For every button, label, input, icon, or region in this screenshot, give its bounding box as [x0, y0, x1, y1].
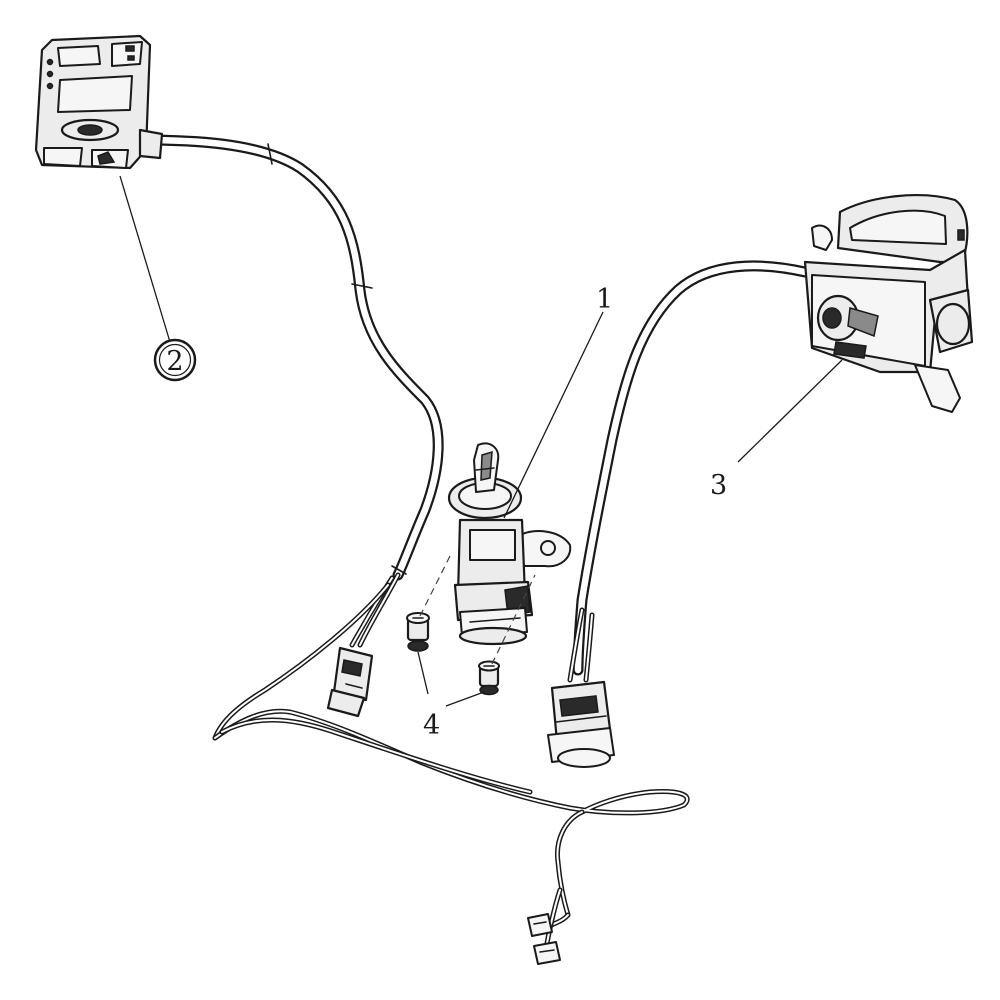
- left-switch-cable: [134, 134, 444, 581]
- left-branch-wires: [212, 572, 401, 741]
- callout-3-label: 3: [710, 470, 727, 501]
- screw-right: [478, 660, 500, 696]
- main-harness: [212, 708, 690, 953]
- screw-left: [406, 612, 430, 652]
- right-harness-connector: [547, 680, 615, 768]
- leader-lines: [119, 175, 843, 707]
- right-switch-cable: [567, 260, 811, 683]
- callout-2-label: 2: [166, 346, 183, 377]
- callout-4-label: 4: [423, 710, 440, 741]
- callout-1-label: 1: [596, 284, 613, 315]
- right-throttle-switch: [803, 194, 974, 413]
- assembly-guides: [419, 555, 536, 665]
- left-harness-connector: [326, 646, 374, 718]
- left-handlebar-switch: [34, 34, 164, 170]
- callout-2-badge: 2: [153, 338, 197, 382]
- terminal-connectors: [527, 913, 561, 965]
- ignition-switch: [447, 442, 572, 646]
